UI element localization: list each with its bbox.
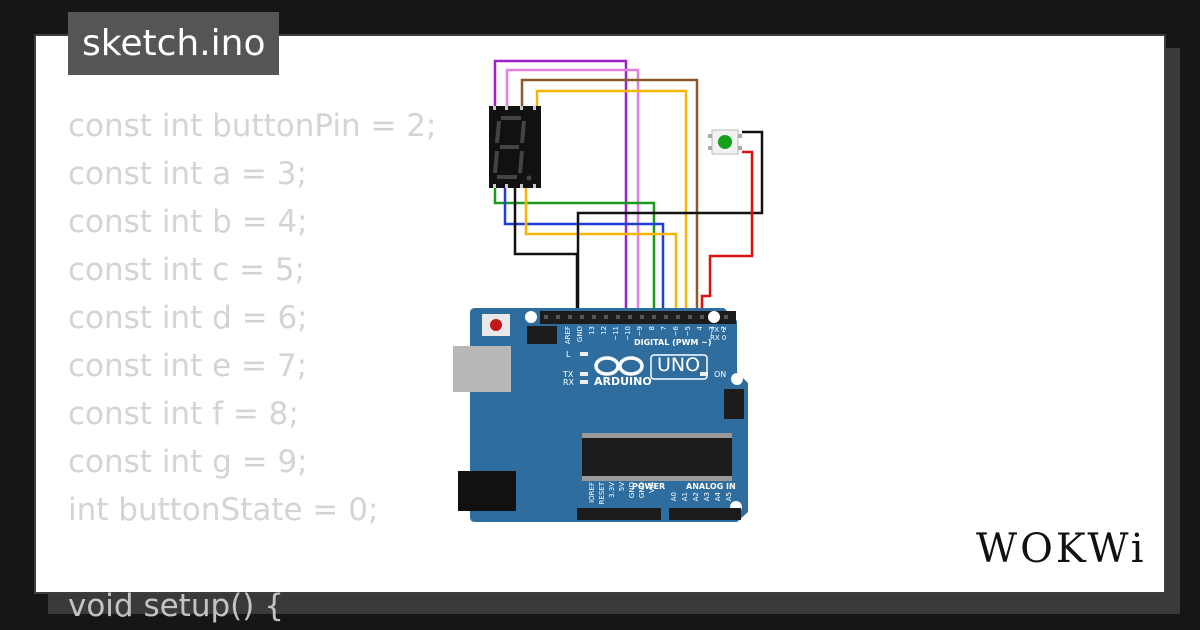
pin-label: IOREF — [588, 482, 596, 503]
pin-label: A1 — [681, 492, 689, 502]
pin-label: Vin — [648, 482, 656, 494]
code-line: const int d = 6; — [68, 300, 308, 336]
pin-label: 8 — [648, 326, 656, 331]
pin-label: 4 — [696, 326, 704, 331]
code-line: void setup() { — [68, 588, 284, 624]
code-line: const int b = 4; — [68, 204, 308, 240]
file-tab[interactable]: sketch.ino — [68, 12, 280, 75]
wokwi-logo: WOKWi — [976, 526, 1147, 572]
code-line: const int c = 5; — [68, 252, 305, 288]
pin-label: RESET — [598, 482, 606, 505]
pin-label: RX 0 — [710, 334, 727, 342]
pin-label: GND — [576, 326, 584, 343]
txrx-pin-labels: TX 1 RX 0 — [710, 326, 726, 342]
pin-label: 7 — [660, 326, 668, 331]
pin-label: 3.3V — [608, 482, 616, 498]
code-line: const int g = 9; — [68, 444, 308, 480]
code-line: int buttonState = 0; — [68, 492, 379, 528]
usb-port — [453, 346, 511, 392]
pin-label: ~5 — [684, 326, 692, 337]
pin-label: 12 — [600, 326, 608, 335]
code-line: const int a = 3; — [68, 156, 307, 192]
pin-label: ~9 — [636, 326, 644, 337]
led-rx-label: RX — [563, 378, 575, 387]
wire-black-button — [576, 130, 764, 316]
arduino-logo-icon — [594, 356, 644, 376]
led-on-label: ON — [714, 370, 727, 379]
pin-label: 5V — [618, 482, 626, 492]
led-tx-label: TX — [563, 370, 574, 379]
pin-label: ~11 — [612, 326, 620, 341]
seven-segment-display[interactable] — [489, 106, 541, 188]
pin-label: A0 — [670, 492, 678, 502]
uno-text: UNO — [657, 354, 701, 376]
code-preview: const int buttonPin = 2; const int a = 3… — [68, 102, 436, 630]
pin-label: A2 — [692, 492, 700, 502]
pin-label: ~6 — [672, 326, 680, 337]
power-label: POWER — [632, 482, 666, 491]
microcontroller-chip — [582, 438, 732, 476]
wire-yellow-top — [535, 89, 688, 316]
pin-label: AREF — [564, 326, 572, 345]
reset-button[interactable] — [482, 314, 510, 336]
pin-label: A4 — [714, 492, 722, 502]
arduino-brand-text: ARDUINO — [594, 375, 652, 388]
wire-purple — [493, 59, 628, 316]
led-l-label: L — [566, 350, 571, 359]
wire-black-display — [513, 188, 579, 316]
power-jack — [458, 471, 516, 511]
pin-label: TX 1 — [710, 326, 726, 334]
pin-label: 13 — [588, 326, 596, 335]
wire-green — [493, 188, 656, 316]
pushbutton[interactable] — [708, 129, 742, 155]
wire-brown — [520, 78, 699, 316]
code-line: const int f = 8; — [68, 396, 299, 432]
pin-label: GND — [628, 482, 636, 499]
wire-red — [700, 150, 754, 316]
arduino-uno-board[interactable] — [453, 308, 748, 522]
pin-label: ~10 — [624, 326, 632, 341]
pin-label: A5 — [725, 492, 733, 502]
pin-label: A3 — [703, 492, 711, 502]
wires — [493, 59, 764, 316]
code-line: const int e = 7; — [68, 348, 308, 384]
code-line: const int buttonPin = 2; — [68, 108, 437, 144]
analog-label: ANALOG IN — [686, 482, 736, 491]
wire-blue — [503, 188, 665, 316]
pin-label: GND — [638, 482, 646, 499]
wire-pink — [505, 68, 640, 316]
digital-label: DIGITAL (PWM ~) — [634, 338, 712, 347]
wire-yellow-bottom — [524, 188, 678, 316]
